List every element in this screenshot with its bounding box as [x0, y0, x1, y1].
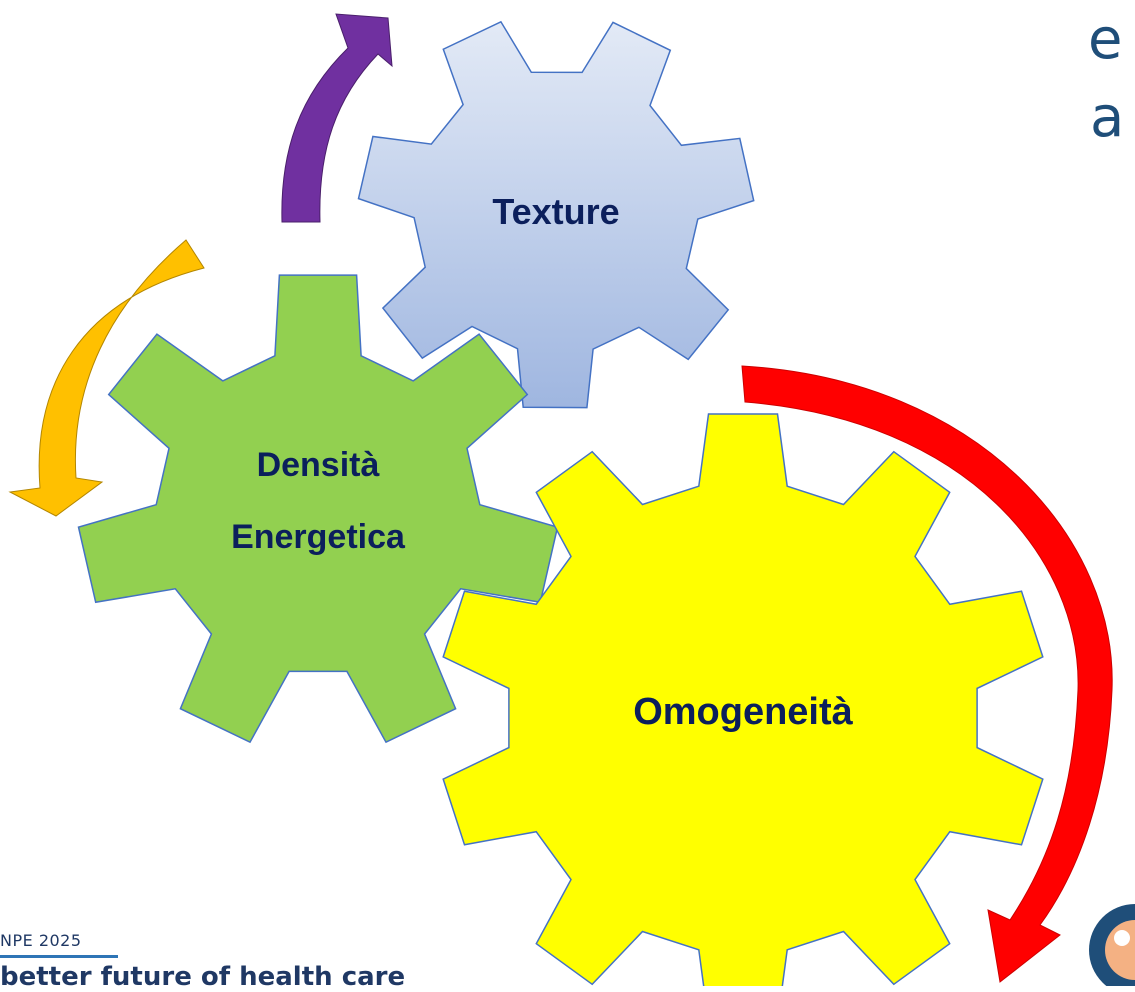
gear-label-omogeneita: Omogeneità [633, 691, 853, 733]
title-fragment-1: e [1088, 7, 1123, 72]
purple-cycle-arrow [281, 13, 393, 223]
gear-label-densita-line2: Energetica [231, 518, 406, 556]
title-fragment-2: a [1090, 85, 1125, 150]
footer-slogan: better future of health care [0, 962, 406, 992]
gear-omogeneita [442, 413, 1044, 986]
orange-cycle-arrow [8, 239, 205, 517]
red-cycle-arrow [741, 365, 1113, 983]
congress-logo-icon [1089, 904, 1135, 986]
footer-divider [0, 955, 118, 958]
gear-label-texture: Texture [492, 191, 619, 232]
footer-event-label: NPE 2025 [0, 931, 82, 950]
gear-densita-energetica [77, 274, 559, 744]
gear-texture [357, 20, 755, 409]
gear-label-densita-line1: Densità [257, 446, 380, 484]
